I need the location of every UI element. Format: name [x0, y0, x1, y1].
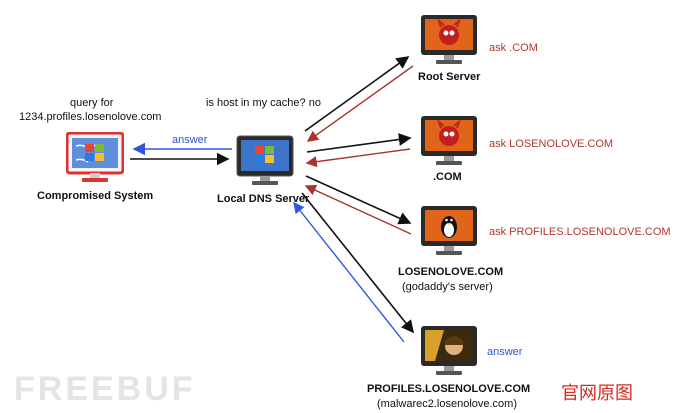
root-server-label: Root Server [418, 71, 481, 83]
watermark-stamp: 官网原图 [561, 383, 633, 403]
query-label: query for [70, 97, 114, 109]
com-server-label: .COM [433, 171, 462, 183]
request-root-arrow [304, 56, 410, 132]
local-dns-server-node [236, 135, 294, 187]
response-losenolove-arrow [304, 184, 412, 235]
query-host-label: 1234.profiles.losenolove.com [19, 111, 162, 123]
response-root-arrow [306, 65, 414, 142]
losenolove-server-node [420, 205, 478, 257]
response-profiles-arrow [293, 201, 405, 343]
character-icon [421, 326, 477, 375]
losenolove-ask-label: ask PROFILES.LOSENOLOVE.COM [489, 226, 671, 238]
cache-check-label: is host in my cache? no [206, 97, 321, 109]
response-com-arrow [305, 148, 411, 168]
losenolove-sub-label: (godaddy's server) [402, 281, 493, 293]
local-dns-label: Local DNS Server [217, 193, 310, 205]
compromised-system-node [65, 131, 125, 184]
profiles-sub-label: (malwarec2.losenolove.com) [377, 398, 517, 410]
windows-logo-icon [255, 146, 274, 163]
bsd-daemon-icon [421, 116, 477, 165]
root-server-node [420, 14, 478, 66]
request-losenolove-arrow [305, 175, 412, 225]
compromised-system-label: Compromised System [37, 190, 154, 202]
profiles-server-label: PROFILES.LOSENOLOVE.COM [367, 383, 531, 395]
profiles-answer-label: answer [487, 346, 523, 358]
windows-logo-icon [85, 144, 104, 161]
bsd-daemon-icon [421, 15, 477, 64]
watermark-brand: FREEBUF [14, 370, 196, 408]
request-profiles-arrow [301, 192, 414, 334]
answer-label-local: answer [172, 134, 208, 146]
request-com-arrow [306, 133, 412, 153]
losenolove-server-label: LOSENOLOVE.COM [398, 266, 504, 278]
linux-penguin-icon [421, 206, 477, 255]
com-ask-label: ask LOSENOLOVE.COM [489, 138, 614, 150]
com-server-node [420, 115, 478, 167]
root-ask-label: ask .COM [489, 42, 538, 54]
profiles-server-node [420, 325, 478, 377]
